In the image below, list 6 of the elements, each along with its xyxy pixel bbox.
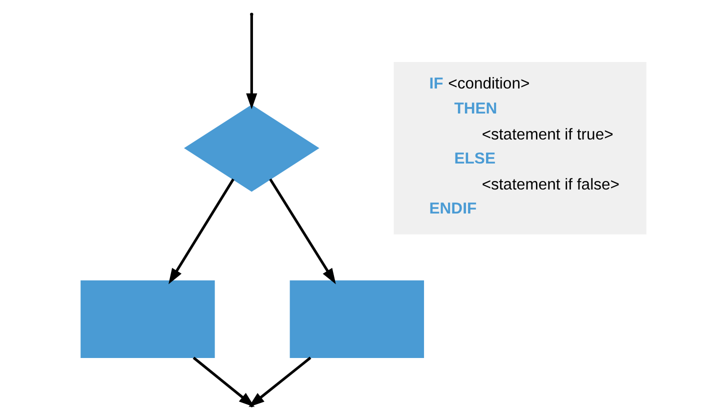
node-diamond <box>184 104 320 192</box>
node-box <box>290 280 424 358</box>
arrow <box>246 15 258 110</box>
arrow <box>168 178 234 284</box>
arrow <box>269 178 336 284</box>
node-box <box>80 280 215 358</box>
